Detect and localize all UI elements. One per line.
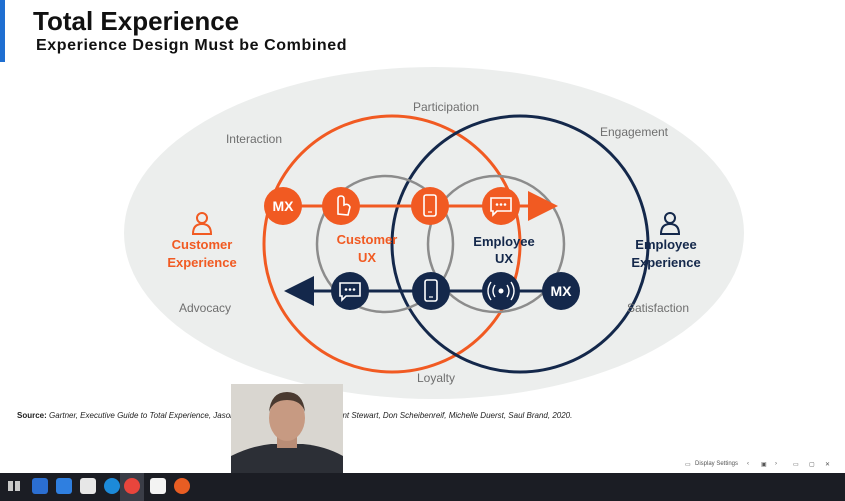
slide-title: Total Experience bbox=[33, 6, 240, 36]
title-accent-bar bbox=[0, 0, 5, 62]
chat-icon bbox=[331, 272, 369, 310]
label-engagement: Engagement bbox=[600, 125, 669, 139]
chat-icon bbox=[482, 187, 520, 225]
customer-experience-label: Experience bbox=[167, 255, 236, 270]
total-experience-ellipse bbox=[124, 67, 744, 399]
slide-view-icon[interactable]: ▣ bbox=[761, 462, 767, 468]
mx-employee-node: MX bbox=[542, 272, 580, 310]
app-icon[interactable] bbox=[174, 478, 190, 494]
customer-ux-label: Customer bbox=[337, 232, 398, 247]
label-satisfaction: Satisfaction bbox=[627, 301, 689, 315]
presenter-webcam bbox=[231, 384, 343, 473]
minimize-icon[interactable]: ▭ bbox=[793, 462, 799, 468]
file-icon[interactable] bbox=[80, 478, 96, 494]
label-advocacy: Advocacy bbox=[179, 301, 231, 315]
notes-icon[interactable]: ▭ bbox=[685, 462, 691, 468]
chrome-icon[interactable] bbox=[124, 478, 140, 494]
source-text: Gartner, Executive Guide to Total Experi… bbox=[49, 411, 235, 420]
customer-experience-circle bbox=[262, 114, 522, 374]
employee-experience-label: Employee bbox=[635, 237, 696, 252]
windows-taskbar bbox=[0, 473, 845, 501]
display-settings-button[interactable]: Display Settings bbox=[695, 461, 739, 467]
close-icon[interactable]: ✕ bbox=[825, 462, 831, 468]
customer-ux-label: UX bbox=[358, 250, 376, 265]
mobile-icon bbox=[412, 272, 450, 310]
mail-icon[interactable] bbox=[56, 478, 72, 494]
signal-icon bbox=[482, 272, 520, 310]
customer-ux-circle bbox=[315, 174, 455, 314]
label-participation: Participation bbox=[413, 100, 479, 114]
mx-customer-node: MX bbox=[264, 187, 302, 225]
outlook-icon[interactable] bbox=[32, 478, 48, 494]
source-label: Source: bbox=[17, 411, 47, 420]
slide-status-bar: ▭ Display Settings ‹ ▣ › ▭ ▢ ✕ bbox=[685, 459, 845, 473]
employee-ux-label: Employee bbox=[473, 234, 534, 249]
task-view-icon[interactable] bbox=[6, 478, 22, 494]
calendar-icon[interactable] bbox=[150, 478, 166, 494]
mx-customer-label: MX bbox=[273, 198, 295, 214]
label-interaction: Interaction bbox=[226, 132, 282, 146]
slide-subtitle: Experience Design Must be Combined bbox=[36, 37, 348, 54]
employee-experience-circle bbox=[390, 114, 650, 374]
employee-ux-circle bbox=[426, 174, 566, 314]
source-citation: Source: Gartner, Executive Guide to Tota… bbox=[17, 411, 572, 420]
employee-ux-label: UX bbox=[495, 251, 513, 266]
employee-experience-label: Experience bbox=[631, 255, 700, 270]
employee-person-icon bbox=[659, 212, 681, 235]
source-text-end: Chiu, Brent Stewart, Don Scheibenreif, M… bbox=[309, 411, 573, 420]
mobile-icon bbox=[411, 187, 449, 225]
next-slide-icon[interactable]: › bbox=[775, 461, 777, 467]
label-loyalty: Loyalty bbox=[417, 371, 455, 385]
customer-person-icon bbox=[191, 212, 213, 235]
touch-icon bbox=[322, 187, 360, 225]
edge-icon[interactable] bbox=[104, 478, 120, 494]
customer-experience-label: Customer bbox=[172, 237, 233, 252]
mx-employee-label: MX bbox=[551, 283, 573, 299]
restore-icon[interactable]: ▢ bbox=[809, 462, 815, 468]
previous-slide-icon[interactable]: ‹ bbox=[747, 461, 749, 467]
